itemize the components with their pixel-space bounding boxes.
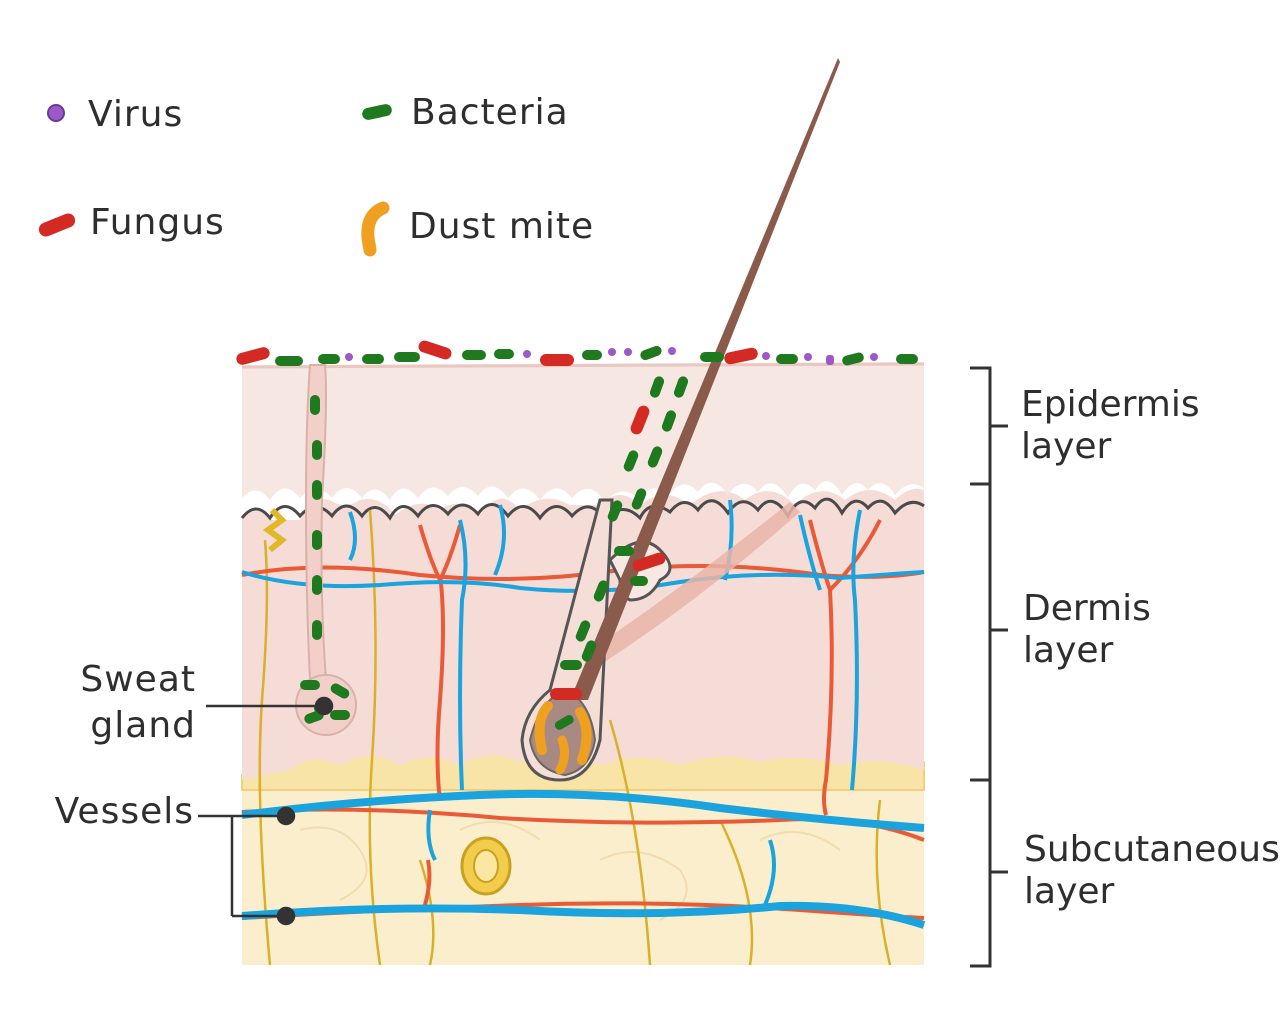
epidermis-layer (242, 362, 924, 502)
nerve-fibers (258, 509, 892, 966)
hair-shaft (570, 58, 840, 700)
virus-legend-icon (47, 104, 65, 122)
sweat-gland-callout: Sweat gland (60, 657, 196, 749)
dermis-layer-label: Dermis layer (1023, 588, 1151, 672)
vessels-callout: Vessels (54, 791, 194, 832)
skin-surface (241, 362, 925, 369)
epidermis-label-line2: layer (1021, 426, 1112, 467)
follicle-microbes (534, 376, 689, 775)
bacteria-legend-icon (362, 104, 392, 120)
sweat-gland-label-line2: gland (90, 705, 196, 746)
nerve-ending (262, 507, 287, 553)
layer-brackets (970, 366, 1008, 968)
basement-membrane (240, 497, 925, 523)
dust-mite-legend-label: Dust mite (409, 206, 595, 247)
fat-cell-outlines (299, 821, 841, 921)
subcutaneous-layer-label: Subcutaneous layer (1024, 829, 1280, 913)
veins (241, 499, 926, 929)
fungus-legend-label: Fungus (90, 202, 225, 243)
callout-lines (198, 696, 334, 926)
virus-legend-label: Virus (88, 94, 184, 135)
subcutaneous-label-line1: Subcutaneous (1024, 829, 1280, 870)
fungus-legend-icon (38, 213, 76, 237)
dermis-label-line2: layer (1023, 630, 1114, 671)
dust-mite-legend-icon (361, 201, 390, 257)
surface-microbes (236, 340, 918, 366)
epidermis-label-line1: Epidermis (1021, 384, 1200, 425)
epidermis-layer-label: Epidermis layer (1021, 384, 1200, 468)
bacteria-legend-label: Bacteria (411, 92, 569, 133)
arrector-pili-muscle (590, 502, 800, 665)
subcutaneous-label-line2: layer (1024, 871, 1115, 912)
sweat-gland-label-line1: Sweat (80, 659, 196, 700)
dermis-label-line1: Dermis (1023, 588, 1151, 629)
